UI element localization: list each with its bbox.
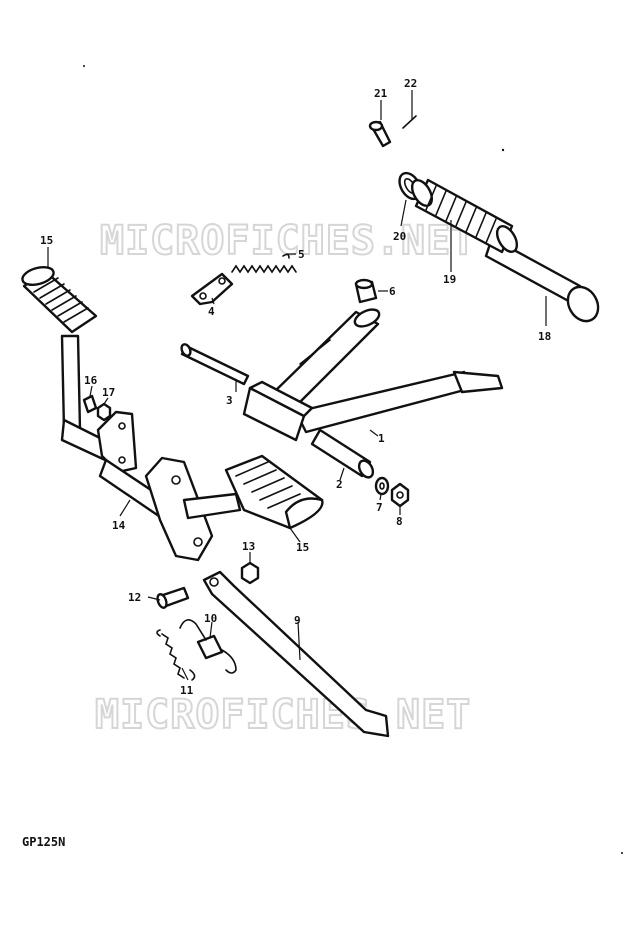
part-15-left-footrest-rubber: [21, 266, 98, 334]
callout-16: 16: [84, 374, 98, 387]
callout-17: 17: [102, 386, 115, 399]
scan-dot: [621, 852, 623, 854]
callout-20: 20: [393, 230, 406, 243]
part-8-nut: [390, 482, 410, 508]
callout-2: 2: [336, 478, 343, 491]
part-17-nut: [96, 402, 112, 422]
callout-4: 4: [208, 305, 215, 318]
part-9-side-stand: [202, 570, 390, 738]
part-4-bracket: [190, 272, 234, 306]
callout-5: 5: [298, 248, 305, 261]
callout-15-right: 15: [296, 541, 309, 554]
part-19-footrest-rubber: [410, 178, 519, 254]
callout-7: 7: [376, 501, 383, 514]
callout-18: 18: [538, 330, 551, 343]
model-code: GP125N: [22, 835, 65, 849]
part-21-bolt: [368, 120, 392, 148]
scan-dot: [501, 148, 505, 152]
part-1-center-stand: [242, 308, 504, 442]
callout-12: 12: [128, 591, 141, 604]
callout-3: 3: [226, 394, 233, 407]
part-13-nut: [240, 561, 260, 585]
callout-6: 6: [389, 285, 396, 298]
scan-dot: [83, 65, 85, 67]
part-14-bracket-frame: [60, 334, 242, 562]
part-12-bolt: [156, 586, 190, 609]
part-6-cap: [354, 278, 378, 304]
part-3-shaft: [180, 343, 250, 386]
leader-lines: [47, 90, 547, 681]
watermark-top: MICROFICHES.NET: [100, 218, 476, 264]
callout-15-left: 15: [40, 234, 53, 247]
part-2-pivot-bolt: [310, 428, 375, 479]
callout-1: 1: [378, 432, 385, 445]
callout-9: 9: [294, 614, 301, 627]
callout-8: 8: [396, 515, 403, 528]
callout-11: 11: [180, 684, 194, 697]
part-16-bolt: [82, 394, 98, 414]
part-7-washer: [374, 476, 390, 496]
callout-22: 22: [404, 77, 417, 90]
part-15-right-footrest-rubber: [224, 454, 324, 530]
callout-labels: 1 2 3 4 5 6 7 8 9 10 11 12 13 14 15 15 1…: [40, 77, 551, 697]
callout-13: 13: [242, 540, 255, 553]
part-10-spring-hook: [179, 619, 237, 674]
part-18-footrest-bar: [484, 236, 600, 323]
watermark-bottom: MICROFICHES.NET: [95, 692, 471, 738]
part-11-spring: [156, 629, 196, 681]
part-22-pin: [402, 115, 417, 129]
callout-19: 19: [443, 273, 456, 286]
callout-21: 21: [374, 87, 388, 100]
callout-10: 10: [204, 612, 217, 625]
callout-14: 14: [112, 519, 126, 532]
